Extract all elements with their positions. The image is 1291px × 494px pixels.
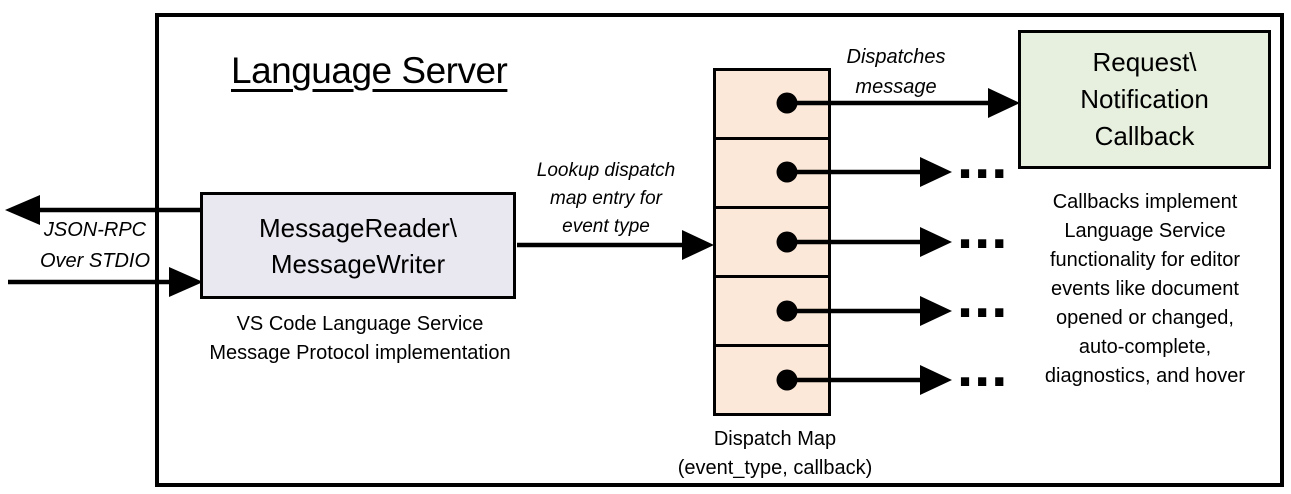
reader-box-caption-line2: Message Protocol implementation [209,342,511,364]
dispatch-map-cell [716,344,828,413]
callbacks-note-line7: diagnostics, and hover [1044,365,1246,387]
dispatch-map-caption-line2: (event_type, callback) [677,457,873,479]
message-reader-label: MessageReader\ [259,212,457,243]
json-rpc-stdio-label: JSON-RPC Over STDIO [20,215,170,277]
request-notification-callback-box: Request\ Notification Callback [1018,30,1271,169]
callbacks-note-line3: functionality for editor [1049,249,1241,271]
callbacks-note: Callbacks implement Language Service fun… [1013,188,1277,391]
dispatch-map-caption: Dispatch Map (event_type, callback) [650,425,900,483]
callback-box-line3: Callback [1094,121,1195,151]
dispatch-map-cell [716,275,828,344]
dispatch-map-caption-line1: Dispatch Map [713,428,837,450]
lookup-dispatch-label-line2: map entry for [550,188,662,209]
ellipsis-row-3: ... [957,196,1009,261]
callback-box-line1: Request\ [1092,47,1197,77]
json-rpc-stdio-label-line1: JSON-RPC [43,219,147,241]
dispatches-message-label-line1: Dispatches [846,46,946,68]
ellipsis-row-5: ... [957,334,1009,399]
reader-box-caption: VS Code Language Service Message Protoco… [193,310,527,368]
callbacks-note-line5: opened or changed, [1056,307,1234,329]
dispatch-map-cell [716,137,828,206]
callbacks-note-line2: Language Service [1064,220,1226,242]
dispatch-map-cell [716,206,828,275]
dispatch-map-cell [716,71,828,137]
lookup-dispatch-label-line3: event type [562,216,650,237]
dispatch-map-table [713,68,831,416]
json-rpc-stdio-label-line2: Over STDIO [39,250,150,272]
callback-box-line2: Notification [1080,84,1209,114]
message-reader-writer-box: MessageReader\ MessageWriter [200,192,516,299]
callbacks-note-line6: auto-complete, [1078,336,1212,358]
dispatches-message-label-line2: message [855,76,937,98]
message-writer-label: MessageWriter [270,248,446,279]
reader-box-caption-line1: VS Code Language Service [236,313,484,335]
ellipsis-row-4: ... [957,265,1009,330]
callbacks-note-line1: Callbacks implement [1052,191,1238,213]
diagram-title: Language Server [231,50,508,91]
ellipsis-row-2: ... [957,126,1009,191]
dispatches-message-label: Dispatches message [833,42,959,102]
lookup-dispatch-label: Lookup dispatch map entry for event type [518,157,694,241]
callbacks-note-line4: events like document [1051,278,1239,300]
lookup-dispatch-label-line1: Lookup dispatch [536,160,676,181]
